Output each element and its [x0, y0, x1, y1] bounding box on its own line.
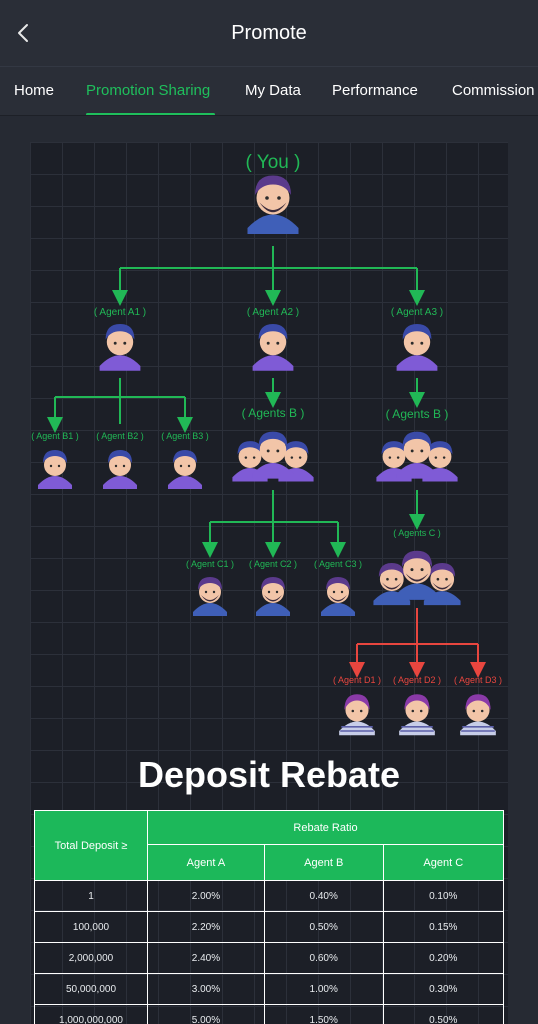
avatar-agent-d3 — [459, 693, 497, 736]
cell-deposit: 1 — [34, 880, 148, 912]
avatar-you — [247, 175, 299, 234]
page-title: Promote — [231, 21, 307, 44]
label-agents-b-right: ( Agents B ) — [386, 407, 449, 421]
table-row: 1,000,000,000 5.00% 1.50% 0.50% — [34, 1004, 505, 1024]
avatar-agent-a3 — [396, 324, 438, 371]
label-agent-a3: ( Agent A3 ) — [391, 307, 443, 318]
tab-commission[interactable]: Commission — [452, 82, 535, 99]
tab-bar: Home Promotion Sharing My Data Performan… — [0, 66, 538, 116]
header-agent-b: Agent B — [263, 844, 384, 881]
cell-agent-b: 1.50% — [263, 1004, 384, 1024]
avatar-agent-a1 — [99, 324, 141, 371]
label-agent-d1: ( Agent D1 ) — [333, 675, 381, 685]
table-row: 1 2.00% 0.40% 0.10% — [34, 880, 505, 912]
cell-agent-a: 3.00% — [147, 973, 265, 1005]
label-agent-b2: ( Agent B2 ) — [96, 431, 144, 441]
cell-agent-b: 0.60% — [263, 942, 384, 974]
avatar-group-agents-b-left — [232, 432, 313, 482]
cell-deposit: 50,000,000 — [34, 973, 148, 1005]
tree-connectors-red — [349, 608, 486, 678]
tab-promotion-sharing[interactable]: Promotion Sharing — [86, 82, 211, 99]
cell-deposit: 100,000 — [34, 911, 148, 943]
label-agent-a2: ( Agent A2 ) — [247, 307, 299, 318]
label-agent-c3: ( Agent C3 ) — [314, 559, 362, 569]
back-arrow-icon[interactable] — [12, 21, 36, 45]
label-agent-c2: ( Agent C2 ) — [249, 559, 297, 569]
tab-performance[interactable]: Performance — [332, 82, 418, 99]
header-rebate-ratio: Rebate Ratio — [147, 810, 504, 845]
cell-deposit: 1,000,000,000 — [34, 1004, 148, 1024]
cell-agent-b: 1.00% — [263, 973, 384, 1005]
cell-agent-a: 2.00% — [147, 880, 265, 912]
rebate-table: Total Deposit ≥ Rebate Ratio Agent A Age… — [34, 810, 505, 1024]
tab-home[interactable]: Home — [14, 82, 55, 99]
cell-agent-c: 0.15% — [382, 911, 505, 943]
label-agent-b1: ( Agent B1 ) — [31, 431, 79, 441]
tree-connectors-green — [47, 246, 425, 558]
header-total-deposit: Total Deposit ≥ — [34, 810, 148, 881]
label-agent-d3: ( Agent D3 ) — [454, 675, 502, 685]
avatar-agent-b2 — [103, 450, 137, 489]
label-agent-a1: ( Agent A1 ) — [94, 307, 146, 318]
avatar-group-agents-c — [373, 551, 460, 605]
cell-agent-b: 0.40% — [263, 880, 384, 912]
header-agent-c: Agent C — [382, 844, 505, 881]
rebate-title: Deposit Rebate — [137, 754, 401, 795]
table-row: 100,000 2.20% 0.50% 0.15% — [34, 911, 505, 943]
avatar-agent-b1 — [38, 450, 72, 489]
label-agent-b3: ( Agent B3 ) — [161, 431, 209, 441]
agent-tree-diagram: ( You ) ( Agent A1 ) ( Agent A2 ) ( Agen… — [31, 152, 502, 736]
cell-agent-b: 0.50% — [263, 911, 384, 943]
app-header: Promote — [0, 0, 538, 66]
cell-agent-c: 0.30% — [382, 973, 505, 1005]
label-agent-d2: ( Agent D2 ) — [393, 675, 441, 685]
table-row: 50,000,000 3.00% 1.00% 0.30% — [34, 973, 505, 1005]
avatar-agent-c1 — [193, 577, 227, 616]
label-agent-c1: ( Agent C1 ) — [186, 559, 234, 569]
cell-agent-a: 2.40% — [147, 942, 265, 974]
header-agent-a: Agent A — [147, 844, 265, 881]
cell-deposit: 2,000,000 — [34, 942, 148, 974]
cell-agent-a: 2.20% — [147, 911, 265, 943]
label-agents-c: ( Agents C ) — [393, 528, 441, 538]
avatar-agent-c3 — [321, 577, 355, 616]
avatar-agent-a2 — [252, 324, 294, 371]
cell-agent-a: 5.00% — [147, 1004, 265, 1024]
avatar-agent-d1 — [338, 693, 376, 736]
cell-agent-c: 0.10% — [382, 880, 505, 912]
avatar-agent-c2 — [256, 577, 290, 616]
cell-agent-c: 0.50% — [382, 1004, 505, 1024]
label-agents-b-left: ( Agents B ) — [242, 406, 305, 420]
label-you: ( You ) — [246, 152, 301, 173]
cell-agent-c: 0.20% — [382, 942, 505, 974]
avatar-group-agents-b-right — [376, 432, 457, 482]
active-tab-indicator — [86, 113, 215, 115]
avatar-agent-d2 — [398, 693, 436, 736]
avatar-agent-b3 — [168, 450, 202, 489]
promotion-poster: ( You ) ( Agent A1 ) ( Agent A2 ) ( Agen… — [30, 142, 508, 1024]
tab-my-data[interactable]: My Data — [245, 82, 301, 99]
table-row: 2,000,000 2.40% 0.60% 0.20% — [34, 942, 505, 974]
